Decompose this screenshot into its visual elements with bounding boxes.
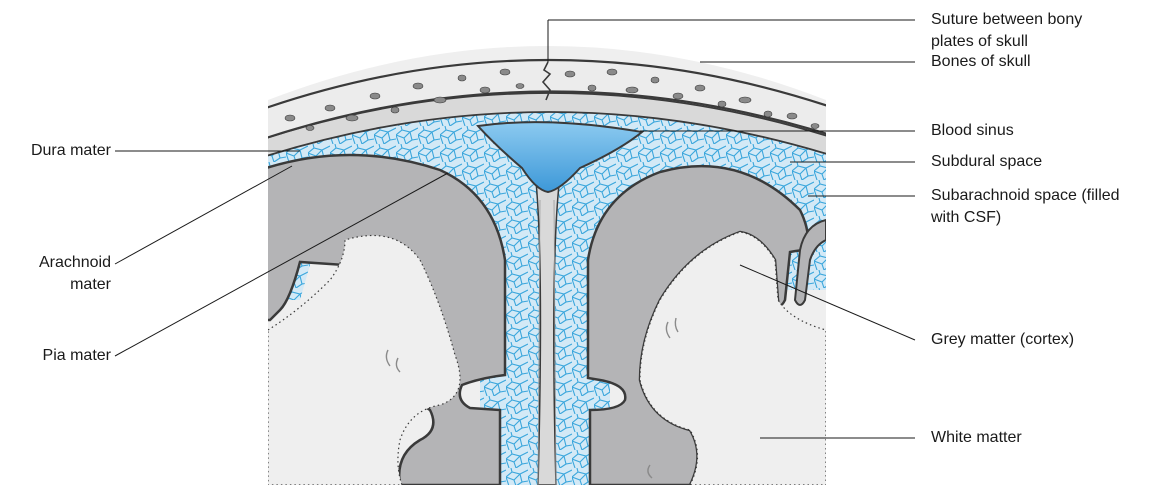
label-arachnoid-mater: Arachnoid mater — [0, 252, 111, 296]
label-bones-of-skull: Bones of skull — [931, 51, 1031, 73]
label-dura-mater: Dura mater — [0, 140, 111, 162]
label-blood-sinus: Blood sinus — [931, 120, 1014, 142]
label-pia-mater: Pia mater — [0, 345, 111, 367]
label-white-matter: White matter — [931, 427, 1022, 449]
label-subarachnoid-space: Subarachnoid space (filled with CSF) — [931, 185, 1120, 229]
label-grey-matter: Grey matter (cortex) — [931, 329, 1074, 351]
label-suture: Suture between bony plates of skull — [931, 9, 1082, 53]
label-subdural-space: Subdural space — [931, 151, 1042, 173]
